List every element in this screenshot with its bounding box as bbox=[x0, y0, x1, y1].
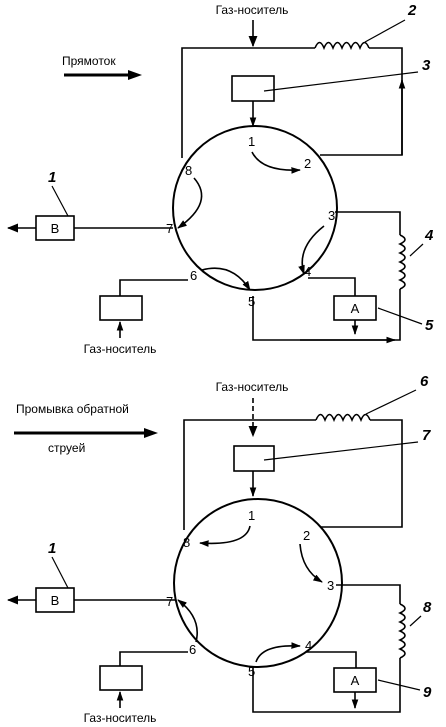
bottom-ref-8-leader bbox=[409, 615, 422, 627]
top-port-6: 6 bbox=[190, 268, 197, 283]
bottom-ref-6: 6 bbox=[420, 373, 429, 390]
top-valve-circle bbox=[172, 125, 338, 291]
top-coil-4 bbox=[398, 234, 406, 290]
top-ref-5-leader bbox=[377, 307, 423, 325]
bottom-port-4: 4 bbox=[305, 638, 312, 653]
bottom-ref-7: 7 bbox=[422, 427, 431, 444]
bottom-coil-8-upper-line bbox=[336, 584, 401, 604]
bottom-port-5: 5 bbox=[248, 664, 255, 679]
top-port-8: 8 bbox=[185, 163, 192, 178]
top-mode-arrow bbox=[64, 70, 142, 80]
top-ref-3: 3 bbox=[422, 57, 431, 74]
backflush-diagram: Газ-носитель Промывка обратной струей 1 … bbox=[6, 373, 432, 725]
bottom-carrier2-link-line bbox=[119, 651, 188, 666]
top-ref-1-leader bbox=[51, 185, 69, 217]
top-ref-5: 5 bbox=[425, 317, 434, 334]
bottom-left-loop-line bbox=[183, 419, 316, 530]
bottom-box-b-label: B bbox=[51, 593, 60, 608]
bottom-flow-6-7 bbox=[177, 599, 198, 643]
top-ref-2: 2 bbox=[407, 2, 417, 19]
top-ref-2-leader bbox=[364, 19, 406, 43]
bottom-bottom-carrier-gas-label: Газ-носитель bbox=[84, 711, 157, 725]
forward-flow-diagram: Газ-носитель Прямоток 1 2 3 4 5 6 7 8 bbox=[6, 2, 434, 356]
bottom-ref-9: 9 bbox=[423, 684, 432, 701]
top-ref-4-leader bbox=[409, 243, 424, 257]
top-port-2: 2 bbox=[304, 156, 311, 171]
bottom-ref-6-leader bbox=[365, 389, 417, 415]
top-left-loop-line bbox=[181, 47, 315, 158]
top-coil-2 bbox=[314, 41, 370, 51]
top-carrier2-box bbox=[99, 295, 143, 321]
bottom-ref-8: 8 bbox=[423, 599, 432, 616]
bottom-flow-5-4 bbox=[255, 642, 301, 663]
bottom-box-b bbox=[35, 587, 75, 613]
bottom-mode-label-line2: струей bbox=[48, 441, 85, 455]
top-injector-box bbox=[231, 75, 275, 102]
bottom-ref-1-leader bbox=[51, 556, 69, 589]
top-flow-3-4 bbox=[298, 225, 325, 275]
top-carrier-gas-label: Газ-носитель bbox=[216, 3, 289, 17]
bottom-box-a-label: A bbox=[351, 673, 360, 688]
top-flow-1-2 bbox=[251, 151, 301, 174]
top-box-a bbox=[333, 295, 377, 321]
bottom-carrier2-box bbox=[99, 665, 143, 691]
bottom-port-3: 3 bbox=[327, 578, 334, 593]
top-ref-3-leader bbox=[263, 71, 419, 92]
top-ref-1: 1 bbox=[48, 169, 56, 186]
bottom-box-a bbox=[333, 667, 377, 693]
top-coil-4-upper-line bbox=[335, 211, 401, 235]
top-flow-6-5 bbox=[201, 267, 251, 291]
bottom-port-8: 8 bbox=[183, 535, 190, 550]
bottom-valve-circle bbox=[173, 498, 343, 668]
top-bottom-carrier-gas-label: Газ-носитель bbox=[84, 342, 157, 356]
bottom-coil-8 bbox=[398, 603, 406, 659]
top-coil-4-lower-line bbox=[252, 289, 401, 341]
bottom-coil-6 bbox=[315, 413, 371, 423]
top-a-link-line bbox=[308, 277, 356, 296]
top-flow-8-7 bbox=[177, 177, 203, 229]
top-ref-4: 4 bbox=[424, 227, 434, 244]
top-port-1: 1 bbox=[248, 134, 255, 149]
bottom-ref-1: 1 bbox=[48, 540, 56, 557]
bottom-a-link-line bbox=[306, 651, 357, 668]
bottom-mode-label-line1: Промывка обратной bbox=[16, 402, 129, 416]
top-port-5: 5 bbox=[248, 294, 255, 309]
bottom-port-6: 6 bbox=[189, 642, 196, 657]
bottom-ref-9-leader bbox=[377, 679, 421, 691]
bottom-port-1: 1 bbox=[248, 508, 255, 523]
top-carrier2-link-line bbox=[119, 279, 188, 296]
top-mode-label: Прямоток bbox=[62, 54, 116, 68]
top-box-a-label: A bbox=[351, 301, 360, 316]
bottom-port-7: 7 bbox=[166, 594, 173, 609]
top-box-b-label: B bbox=[51, 221, 60, 236]
top-box-b bbox=[35, 215, 75, 241]
bottom-injector-box bbox=[233, 445, 275, 472]
top-port-4: 4 bbox=[304, 264, 311, 279]
bottom-flow-2-3 bbox=[299, 543, 323, 583]
bottom-right-loop-line bbox=[320, 419, 403, 528]
bottom-port-2: 2 bbox=[303, 528, 310, 543]
bottom-mode-arrow bbox=[14, 428, 158, 438]
bottom-carrier-gas-label: Газ-носитель bbox=[216, 380, 289, 394]
top-port-3: 3 bbox=[328, 208, 335, 223]
top-right-loop-line bbox=[320, 47, 403, 156]
bottom-ref-7-leader bbox=[263, 441, 419, 461]
bottom-flow-1-8 bbox=[199, 525, 251, 547]
